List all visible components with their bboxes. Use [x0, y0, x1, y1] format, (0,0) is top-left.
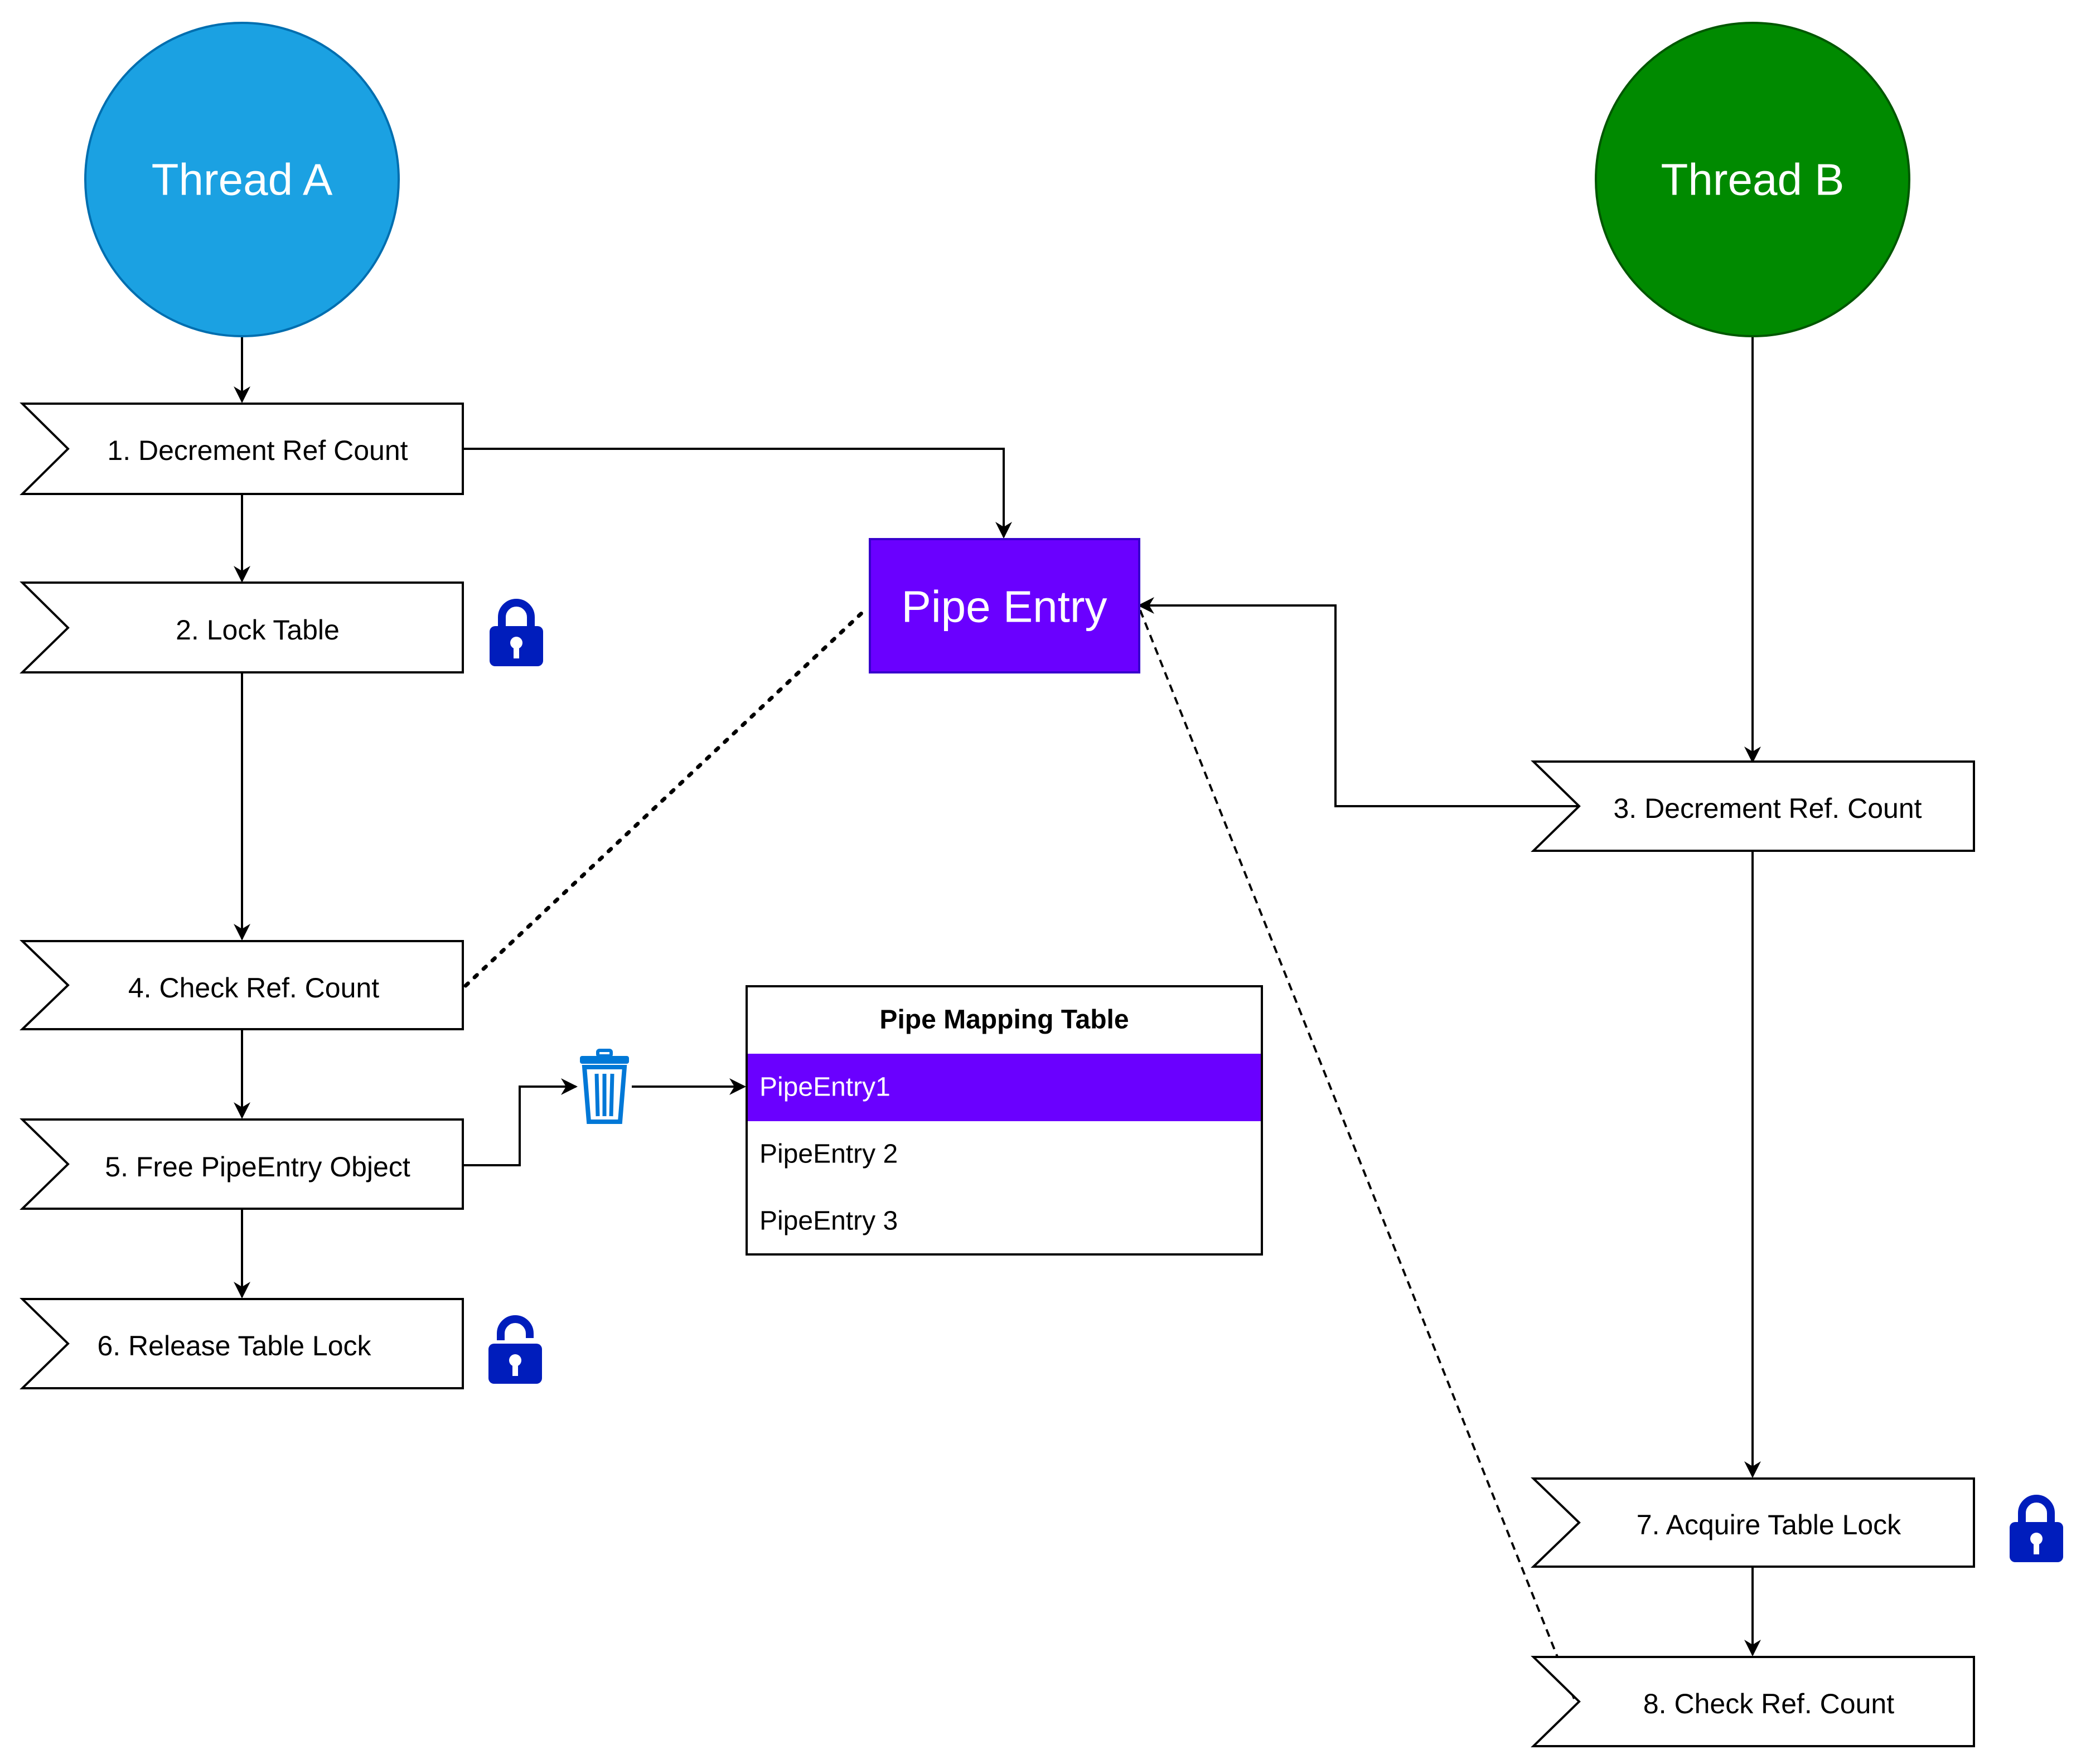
step-1-box: 1. Decrement Ref Count — [20, 403, 464, 495]
step-7-label: 7. Acquire Table Lock — [1637, 1509, 1901, 1540]
step-8-box: 8. Check Ref. Count — [1531, 1656, 1975, 1747]
table-title: Pipe Mapping Table — [879, 1005, 1129, 1035]
step-5-label: 5. Free PipeEntry Object — [105, 1151, 410, 1183]
step-6-box: 6. Release Table Lock — [20, 1298, 464, 1389]
step-2-label: 2. Lock Table — [176, 614, 340, 646]
step-4-label: 4. Check Ref. Count — [128, 972, 379, 1004]
table-row-highlight — [748, 1054, 1261, 1121]
step-7-box: 7. Acquire Table Lock — [1531, 1477, 1975, 1568]
trash-can-icon — [580, 1049, 629, 1124]
edge-step8-pipeentry-dashed — [1138, 607, 1575, 1699]
step-2-box: 2. Lock Table — [20, 581, 464, 673]
step-8-label: 8. Check Ref. Count — [1643, 1688, 1894, 1719]
step-3-label: 3. Decrement Ref. Count — [1613, 793, 1922, 824]
edge-step5-trash — [463, 1078, 578, 1166]
thread-b-label: Thread B — [1661, 155, 1844, 205]
thread-a-label: Thread A — [152, 155, 333, 205]
step-1-label: 1. Decrement Ref Count — [107, 435, 408, 466]
pipe-entry-node: Pipe Entry — [869, 538, 1140, 673]
table-row: PipeEntry1 — [759, 1073, 891, 1102]
connectors — [234, 336, 1761, 1699]
pipe-mapping-table: Pipe Mapping Table PipeEntry1 PipeEntry … — [746, 985, 1263, 1256]
step-3-box: 3. Decrement Ref. Count — [1531, 760, 1975, 852]
edge-step1-pipeentry — [463, 448, 1012, 539]
padlock-closed-icon — [2010, 1495, 2063, 1562]
table-row: PipeEntry 2 — [759, 1140, 898, 1169]
table-row: PipeEntry 3 — [759, 1206, 898, 1236]
step-6-label: 6. Release Table Lock — [97, 1330, 371, 1361]
step-5-box: 5. Free PipeEntry Object — [20, 1118, 464, 1210]
step-4-box: 4. Check Ref. Count — [20, 940, 464, 1030]
edge-step4-pipeentry-dotted — [463, 611, 864, 988]
pipe-entry-label: Pipe Entry — [901, 582, 1107, 632]
thread-b-circle — [1595, 22, 1910, 337]
pipe-entry-box — [869, 538, 1140, 673]
edge-step3-pipeentry — [1138, 597, 1578, 807]
padlock-open-icon — [488, 1315, 542, 1384]
thread-a-node: Thread A — [84, 22, 400, 337]
thread-b-node: Thread B — [1595, 22, 1910, 337]
padlock-closed-icon — [490, 599, 543, 666]
thread-a-circle — [84, 22, 400, 337]
